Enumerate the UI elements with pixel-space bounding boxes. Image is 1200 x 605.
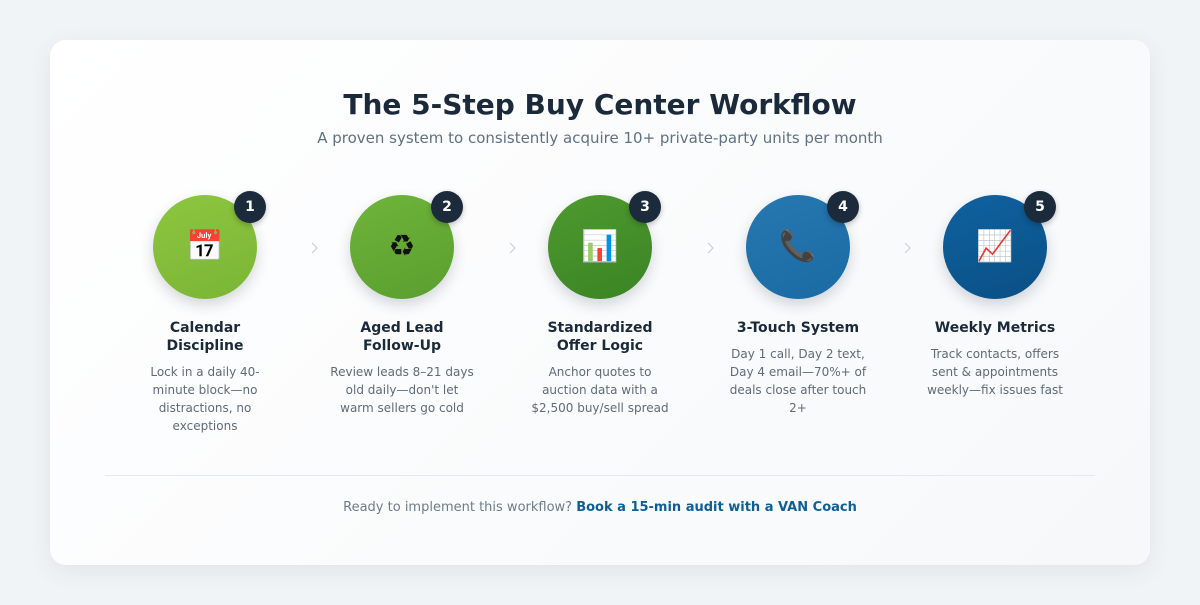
step-title-line1: 3-Touch System xyxy=(736,320,860,336)
step-number-badge: 2 xyxy=(431,191,463,223)
phone-icon: 📞 xyxy=(779,229,817,264)
step-title: 3-Touch System xyxy=(723,319,873,337)
step-description: Lock in a daily 40-minute block—no distr… xyxy=(150,365,260,433)
step-1: 📅 1 Calendar Discipline Lock in a daily … xyxy=(130,191,280,435)
connector-arrow-1 xyxy=(311,242,318,254)
recycle-icon: ♻ xyxy=(388,229,416,264)
step-title-line1: Calendar xyxy=(169,320,241,336)
step-title: Calendar Discipline xyxy=(130,319,280,355)
step-title-line1: Weekly Metrics xyxy=(934,320,1056,336)
step-description: Anchor quotes to auction data with a $2,… xyxy=(531,365,669,415)
step-title-line2: Discipline xyxy=(166,338,244,354)
step-description: Track contacts, offers sent & appointmen… xyxy=(927,347,1063,397)
step-circle: 📞 4 xyxy=(746,191,859,299)
connector-arrow-2 xyxy=(509,242,516,254)
step-5: 📈 5 Weekly Metrics Track contacts, offer… xyxy=(920,191,1070,399)
step-circle: ♻ 2 xyxy=(350,191,463,299)
footer-divider xyxy=(105,475,1095,476)
line-chart-icon: 📈 xyxy=(976,229,1014,264)
page-subtitle: A proven system to consistently acquire … xyxy=(317,129,883,147)
step-number-badge: 5 xyxy=(1024,191,1056,223)
step-title-line2: Follow-Up xyxy=(363,338,441,354)
step-title-line1: Aged Lead xyxy=(360,320,444,336)
cta-prompt: Ready to implement this workflow? xyxy=(343,500,577,515)
page-title: The 5-Step Buy Center Workflow xyxy=(343,88,857,121)
step-title: Aged Lead Follow-Up xyxy=(327,319,477,355)
calendar-icon: 📅 xyxy=(186,229,224,264)
bar-chart-icon: 📊 xyxy=(581,229,619,264)
connector-arrow-3 xyxy=(707,242,714,254)
step-description: Review leads 8–21 days old daily—don't l… xyxy=(330,365,474,415)
step-3: 📊 3 Standardized Offer Logic Anchor quot… xyxy=(525,191,675,417)
book-audit-link[interactable]: Book a 15-min audit with a VAN Coach xyxy=(576,500,857,515)
step-circle: 📈 5 xyxy=(943,191,1056,299)
step-2: ♻ 2 Aged Lead Follow-Up Review leads 8–2… xyxy=(327,191,477,417)
step-number-badge: 4 xyxy=(827,191,859,223)
step-circle: 📅 1 xyxy=(153,191,266,299)
step-number-badge: 1 xyxy=(234,191,266,223)
step-description: Day 1 call, Day 2 text, Day 4 email—70%+… xyxy=(729,347,867,415)
workflow-card: The 5-Step Buy Center Workflow A proven … xyxy=(50,40,1150,565)
step-4: 📞 4 3-Touch System Day 1 call, Day 2 tex… xyxy=(723,191,873,417)
step-title-line1: Standardized xyxy=(547,320,653,336)
step-title: Weekly Metrics xyxy=(920,319,1070,337)
step-title-line2: Offer Logic xyxy=(556,338,644,354)
footer-cta: Ready to implement this workflow? Book a… xyxy=(50,500,1150,515)
connector-arrow-4 xyxy=(904,242,911,254)
step-title: Standardized Offer Logic xyxy=(525,319,675,355)
step-number-badge: 3 xyxy=(629,191,661,223)
step-circle: 📊 3 xyxy=(548,191,661,299)
